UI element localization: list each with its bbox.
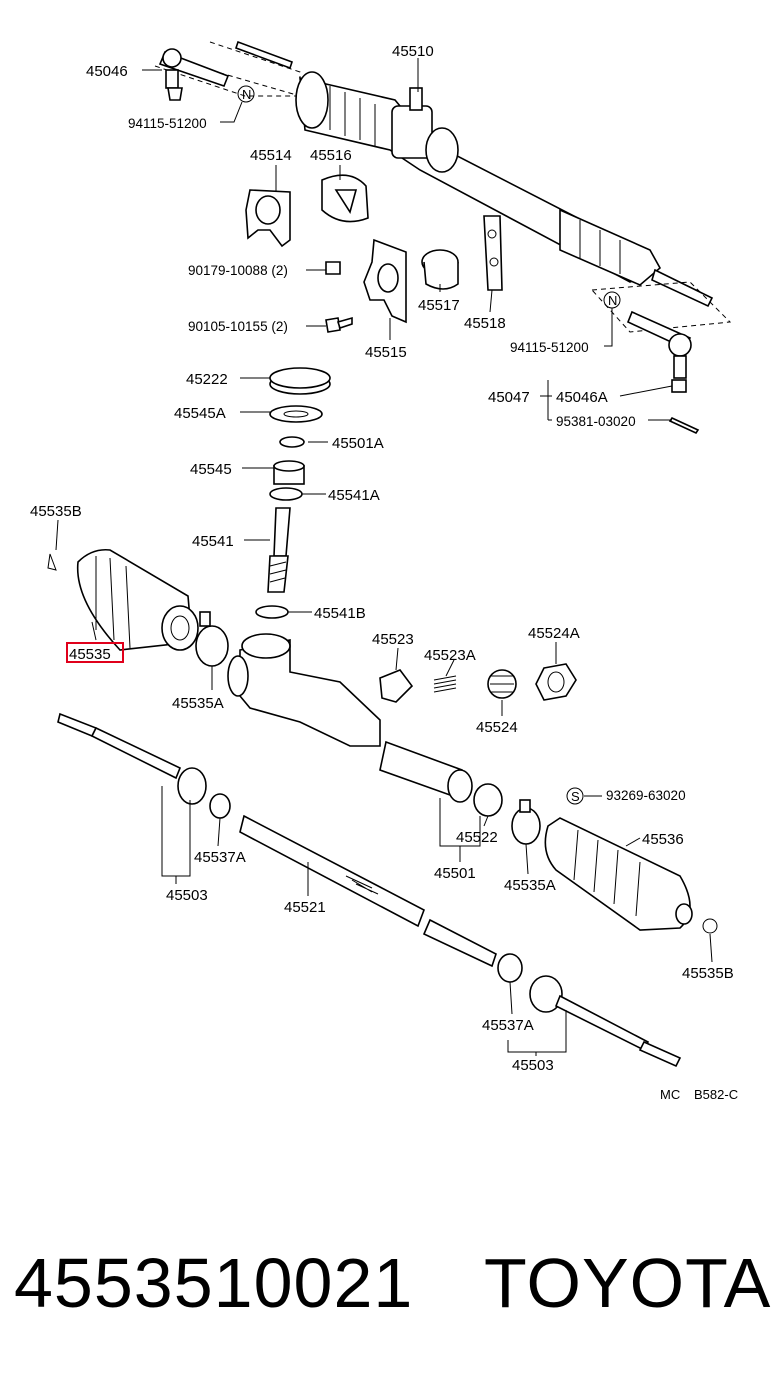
footer-bar: 4553510021 TOYOTA — [0, 1238, 776, 1328]
strap-45518 — [483, 215, 503, 291]
clamp-45535A-right — [511, 799, 541, 845]
label-45535-highlighted[interactable]: 45535 — [69, 646, 111, 663]
label-45535B-top[interactable]: 45535B — [30, 503, 82, 520]
label-45545A[interactable]: 45545A — [174, 405, 226, 422]
label-94115-51200-left[interactable]: 94115-51200 — [128, 116, 207, 131]
spring-45523A — [433, 675, 457, 693]
dashed-box-right — [591, 281, 732, 333]
label-45517[interactable]: 45517 — [418, 297, 460, 314]
inner-tie-rod-left — [57, 712, 231, 819]
inner-tie-rod-right — [497, 953, 682, 1068]
label-45536[interactable]: 45536 — [642, 831, 684, 848]
nut-45524A — [535, 663, 577, 701]
clip-45535B-right — [702, 918, 718, 934]
label-45522[interactable]: 45522 — [456, 829, 498, 846]
label-45537A-top[interactable]: 45537A — [194, 849, 246, 866]
label-45541[interactable]: 45541 — [192, 533, 234, 550]
label-45518[interactable]: 45518 — [464, 315, 506, 332]
label-45537A-bottom[interactable]: 45537A — [482, 1017, 534, 1034]
label-45047[interactable]: 45047 — [488, 389, 530, 406]
label-45523[interactable]: 45523 — [372, 631, 414, 648]
boot-45536 — [544, 817, 693, 931]
label-45515[interactable]: 45515 — [365, 344, 407, 361]
bushing-45517 — [421, 249, 459, 290]
label-45521[interactable]: 45521 — [284, 899, 326, 916]
label-45524A[interactable]: 45524A — [528, 625, 580, 642]
label-45541B[interactable]: 45541B — [314, 605, 366, 622]
boot-45535 — [47, 548, 199, 651]
tie-rod-end-right-group — [626, 310, 700, 435]
circle-n-marker-left — [237, 85, 255, 103]
tie-rod-end-left-group — [154, 40, 301, 101]
leader-lines — [55, 58, 713, 1056]
label-reference-code: B582-C — [694, 1087, 738, 1102]
rack-45521 — [239, 814, 497, 968]
bracket-45515 — [363, 238, 407, 324]
label-mc: MC — [660, 1087, 680, 1102]
label-45501A[interactable]: 45501A — [332, 435, 384, 452]
label-45501[interactable]: 45501 — [434, 865, 476, 882]
label-45524[interactable]: 45524 — [476, 719, 518, 736]
label-90179-10088[interactable]: 90179-10088 (2) — [188, 263, 288, 278]
label-45516[interactable]: 45516 — [310, 147, 352, 164]
footer-part-number: 4553510021 — [14, 1244, 414, 1322]
rack-housing-top — [295, 71, 714, 308]
highlight-box-45535 — [66, 642, 124, 663]
label-45514[interactable]: 45514 — [250, 147, 292, 164]
part-labels: 45046 45510 94115-51200 45514 45516 9017… — [30, 43, 738, 1102]
label-90105-10155[interactable]: 90105-10155 (2) — [188, 319, 288, 334]
label-45523A[interactable]: 45523A — [424, 647, 476, 664]
bushing-45522 — [473, 783, 503, 817]
label-45535B-bottom[interactable]: 45535B — [682, 965, 734, 982]
circle-n-text-left: N — [242, 87, 251, 102]
screw-45524 — [487, 669, 517, 699]
plug-45523 — [379, 669, 414, 703]
label-45046[interactable]: 45046 — [86, 63, 128, 80]
label-45535A-top[interactable]: 45535A — [172, 695, 224, 712]
rack-housing-center — [227, 633, 473, 803]
label-45510[interactable]: 45510 — [392, 43, 434, 60]
circle-s-text: S — [571, 789, 580, 804]
footer-brand: TOYOTA — [484, 1244, 772, 1322]
label-93269-63020[interactable]: 93269-63020 — [606, 788, 686, 803]
label-45503-bottom[interactable]: 45503 — [512, 1057, 554, 1074]
bolt-90179 — [325, 261, 341, 275]
circle-s-marker — [566, 787, 584, 805]
label-45222[interactable]: 45222 — [186, 371, 228, 388]
bolt-90105 — [325, 316, 353, 333]
label-45541A[interactable]: 45541A — [328, 487, 380, 504]
clamp-45535A-left — [195, 611, 229, 667]
bracket-45514 — [245, 189, 291, 248]
label-45046A[interactable]: 45046A — [556, 389, 608, 406]
label-45503-top[interactable]: 45503 — [166, 887, 208, 904]
parts-diagram: N N — [30, 40, 738, 1102]
label-45545[interactable]: 45545 — [190, 461, 232, 478]
pinion-stack — [255, 367, 331, 619]
label-95381-03020[interactable]: 95381-03020 — [556, 414, 636, 429]
label-45535A-bottom[interactable]: 45535A — [504, 877, 556, 894]
label-94115-51200-right[interactable]: 94115-51200 — [510, 340, 589, 355]
circle-n-text-right: N — [608, 293, 617, 308]
bushing-45516 — [321, 174, 369, 223]
